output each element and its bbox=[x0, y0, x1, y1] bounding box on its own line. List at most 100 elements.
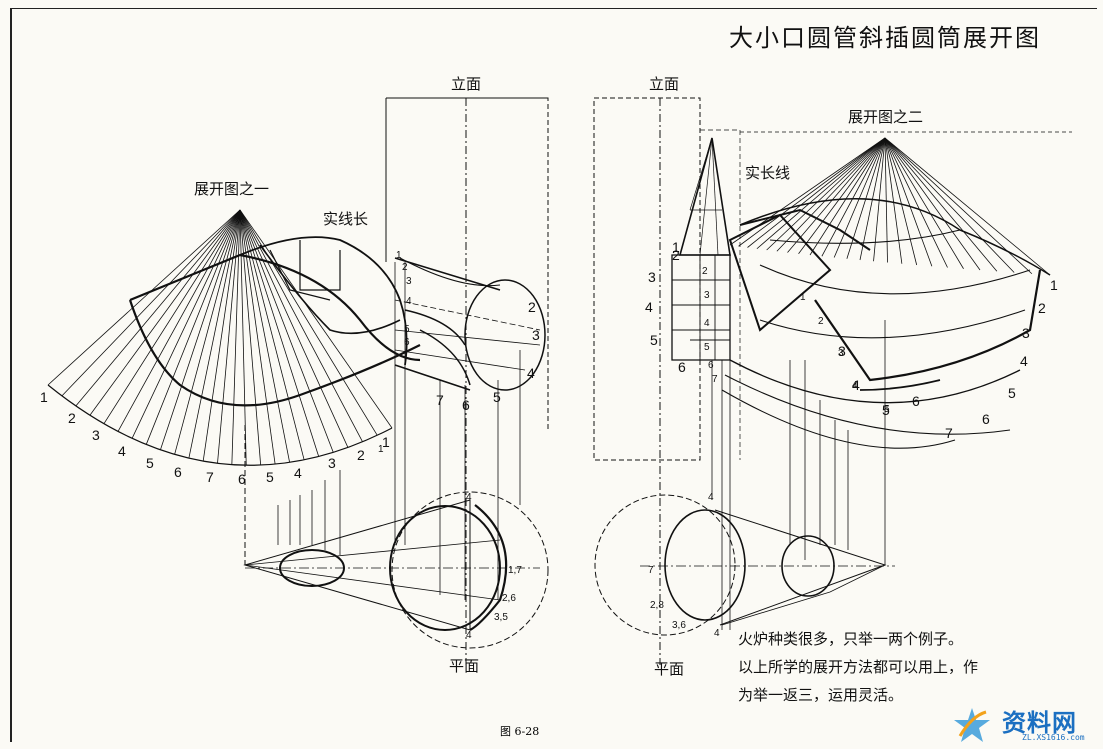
fan-ray bbox=[738, 137, 886, 247]
arc-number-label: 2 bbox=[1038, 300, 1046, 316]
arc-number-label: 4 bbox=[118, 443, 126, 459]
fan-ray bbox=[145, 209, 241, 445]
development-label-two: 展开图之二 bbox=[848, 108, 924, 126]
fan-ray bbox=[884, 137, 933, 267]
circle-number-label: 2 bbox=[528, 299, 536, 315]
elevation-number-label: 5 bbox=[404, 324, 410, 335]
fan-ray bbox=[239, 209, 320, 457]
arc-number-label: 6 bbox=[912, 393, 920, 409]
elevation-number-label: 4 bbox=[406, 296, 412, 307]
arc-number-label: 1 bbox=[1050, 277, 1058, 293]
fan-ray bbox=[833, 137, 886, 258]
side-number-label: 1 bbox=[672, 239, 680, 255]
fan-ray bbox=[884, 137, 981, 271]
fan-ray bbox=[188, 209, 241, 459]
circle-number-label: 5 bbox=[493, 389, 501, 405]
elevation-label-right: 立面 bbox=[649, 75, 680, 93]
arc-number-label: 5 bbox=[146, 455, 154, 471]
watermark-url: ZL.XS1616.com bbox=[1022, 733, 1085, 742]
fan-ray bbox=[131, 209, 241, 439]
arc-number-label: 4 bbox=[294, 465, 302, 481]
fan-ray bbox=[239, 209, 363, 442]
caption-text: 火炉种类很多，只举一两个例子。 以上所学的展开方法都可以用上，作 为举一返三，运… bbox=[738, 625, 1068, 709]
inner-number-label: 2 bbox=[818, 316, 824, 327]
inner-number-label: 3 bbox=[838, 348, 844, 359]
fan-ray bbox=[776, 137, 886, 252]
fan-ray bbox=[239, 209, 247, 466]
fan-ray bbox=[884, 137, 948, 268]
plan-number-label: 7 bbox=[648, 565, 654, 576]
fan-ray bbox=[217, 209, 241, 464]
development-fan-two bbox=[729, 137, 1051, 276]
fan-ray bbox=[103, 209, 241, 424]
table-number-label: 5 bbox=[704, 342, 710, 353]
fan-ray bbox=[239, 209, 378, 436]
plan-number-label: 3,6 bbox=[672, 620, 686, 631]
arc-number-label: 3 bbox=[1022, 325, 1030, 341]
fan-ray bbox=[61, 209, 241, 397]
elevation-number-label: 3 bbox=[406, 276, 412, 287]
circle-number-label: 3 bbox=[532, 327, 540, 343]
fan-ray bbox=[787, 137, 886, 253]
elevation-number-label: 6 bbox=[404, 337, 410, 348]
arc-number-label: 5 bbox=[882, 402, 890, 418]
elevation-label-left: 立面 bbox=[451, 75, 482, 93]
elevation-number-label: 2 bbox=[402, 262, 408, 273]
fan-ray bbox=[239, 209, 334, 453]
side-number-label: 2 bbox=[672, 247, 680, 263]
true-length-label-right: 实长线 bbox=[745, 164, 791, 182]
plan-number-label: 2,6 bbox=[502, 593, 516, 604]
arc-number-label: 7 bbox=[945, 425, 953, 441]
fan-ray bbox=[117, 209, 241, 432]
fan-ray bbox=[884, 137, 964, 269]
arc-number-label: 3 bbox=[92, 427, 100, 443]
fan-ray bbox=[89, 209, 241, 416]
fan-ray bbox=[821, 137, 886, 257]
fan-ray bbox=[75, 209, 241, 407]
fan-ray bbox=[756, 137, 886, 250]
fan-ray bbox=[884, 137, 903, 264]
plan-label-right: 平面 bbox=[654, 660, 685, 678]
circle-number-label: 7 bbox=[436, 392, 444, 408]
fan-ray bbox=[884, 137, 998, 272]
drawing-title: 大小口圆管斜插圆筒展开图 bbox=[729, 24, 1041, 52]
table-number-label: 4 bbox=[704, 318, 710, 329]
fan-ray bbox=[239, 209, 305, 460]
fan-ray bbox=[202, 209, 241, 462]
circle-number-label: 6 bbox=[462, 397, 470, 413]
watermark-logo-icon bbox=[954, 708, 990, 742]
fan-ray bbox=[231, 209, 241, 465]
plan-number-label: 4 bbox=[466, 492, 472, 503]
fan-ray bbox=[766, 137, 886, 251]
fan-ray bbox=[884, 137, 1015, 273]
development-label-one: 展开图之一 bbox=[194, 180, 270, 198]
inner-number-label: 1 bbox=[800, 292, 806, 303]
table-number-label: 2 bbox=[702, 266, 708, 277]
plan-label-left: 平面 bbox=[449, 657, 480, 675]
fan-ray bbox=[239, 209, 393, 429]
table-number-label: 3 bbox=[704, 290, 710, 301]
inner-number-label: 4 bbox=[852, 380, 858, 391]
arc-number-label: 2 bbox=[68, 410, 76, 426]
arc-number-label: 6 bbox=[982, 411, 990, 427]
arc-number-label: 1 bbox=[382, 434, 390, 450]
plan-number-label: 4 bbox=[714, 628, 720, 639]
fan-ray bbox=[747, 137, 886, 248]
fan-ray bbox=[47, 209, 241, 386]
fan-ray bbox=[239, 209, 262, 466]
table-number-label: 7 bbox=[712, 374, 718, 385]
inner-number-label: 5 bbox=[884, 404, 890, 415]
arc-number-label: 5 bbox=[1008, 385, 1016, 401]
circle-number-label: 4 bbox=[527, 365, 535, 381]
arc-number-label: 6 bbox=[174, 464, 182, 480]
side-number-label: 3 bbox=[648, 269, 656, 285]
plan-number-label: 1,7 bbox=[508, 565, 522, 576]
fan-ray bbox=[160, 209, 241, 450]
plan-number-label: 3,5 bbox=[494, 612, 508, 623]
elevation-number-label: 1 bbox=[396, 250, 402, 261]
arc-number-label: 2 bbox=[357, 447, 365, 463]
drawing-frame bbox=[10, 8, 1097, 742]
